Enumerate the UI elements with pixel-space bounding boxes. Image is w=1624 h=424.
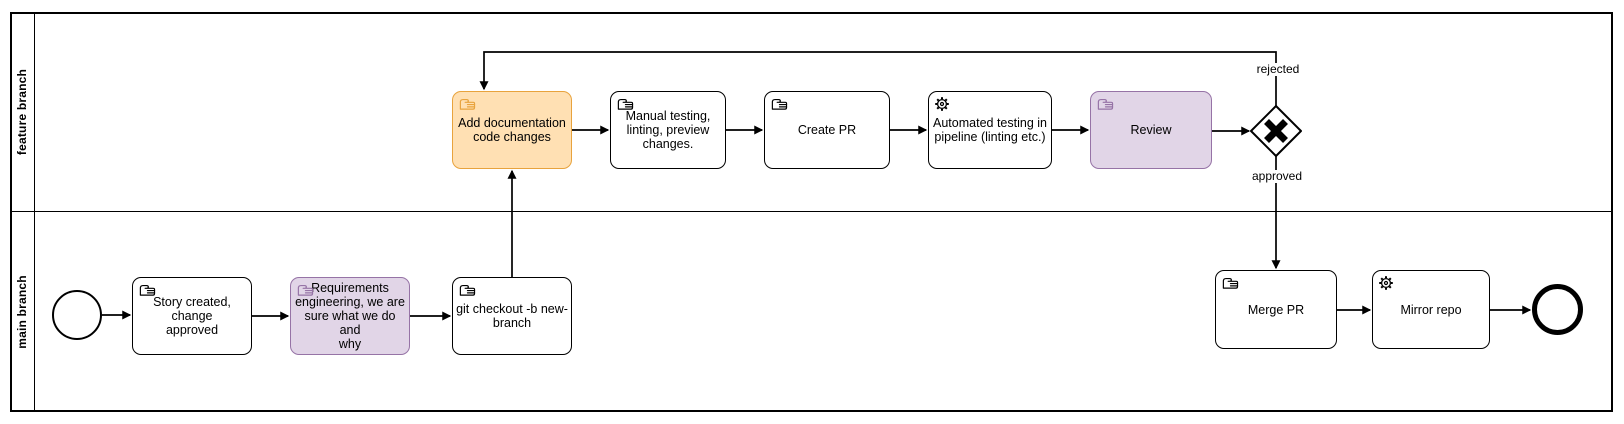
flow-label-approved: approved (1245, 170, 1309, 183)
exclusive-gateway[interactable] (1246, 101, 1306, 161)
task-automated-testing[interactable]: Automated testing in pipeline (linting e… (928, 91, 1052, 169)
manual-task-hand-icon (616, 96, 635, 111)
process-pool (10, 12, 1613, 412)
task-label: git checkout -b new- branch (456, 302, 568, 330)
x-gateway-icon (1250, 105, 1302, 157)
task-manual-testing[interactable]: Manual testing, linting, preview changes… (610, 91, 726, 169)
task-label: Review (1130, 123, 1172, 137)
task-label: Create PR (797, 123, 857, 137)
task-create-pr[interactable]: Create PR (764, 91, 890, 169)
task-review[interactable]: Review (1090, 91, 1212, 169)
manual-task-hand-icon (458, 96, 477, 111)
manual-task-hand-icon (770, 96, 789, 111)
task-requirements-engineering[interactable]: Requirements engineering, we are sure wh… (290, 277, 410, 355)
lane-divider (12, 211, 1611, 212)
task-story-created[interactable]: Story created, change approved (132, 277, 252, 355)
lane-label-strip-divider (34, 14, 35, 410)
task-label: Automated testing in pipeline (linting e… (933, 116, 1047, 144)
task-add-documentation[interactable]: Add documentation code changes (452, 91, 572, 169)
service-task-gear-icon (934, 96, 953, 111)
task-label: Mirror repo (1400, 302, 1462, 317)
manual-task-hand-icon (1096, 96, 1115, 111)
manual-task-hand-icon (458, 282, 477, 297)
manual-task-hand-icon (296, 282, 315, 297)
start-event[interactable] (52, 290, 102, 340)
manual-task-hand-icon (1221, 275, 1240, 290)
flow-rejected-back-to-add-documentation (479, 51, 1277, 106)
task-label: Add documentation code changes (458, 116, 566, 144)
task-label: Manual testing, linting, preview changes… (625, 109, 711, 151)
task-label: Story created, change approved (153, 295, 231, 337)
flow-label-rejected: rejected (1248, 63, 1308, 76)
task-mirror-repo[interactable]: Mirror repo (1372, 270, 1490, 349)
end-event[interactable] (1532, 284, 1583, 335)
task-git-checkout[interactable]: git checkout -b new- branch (452, 277, 572, 355)
manual-task-hand-icon (138, 282, 157, 297)
task-label: Merge PR (1247, 302, 1305, 317)
service-task-gear-icon (1378, 275, 1397, 290)
task-label: Requirements engineering, we are sure wh… (295, 281, 405, 351)
task-merge-pr[interactable]: Merge PR (1215, 270, 1337, 349)
